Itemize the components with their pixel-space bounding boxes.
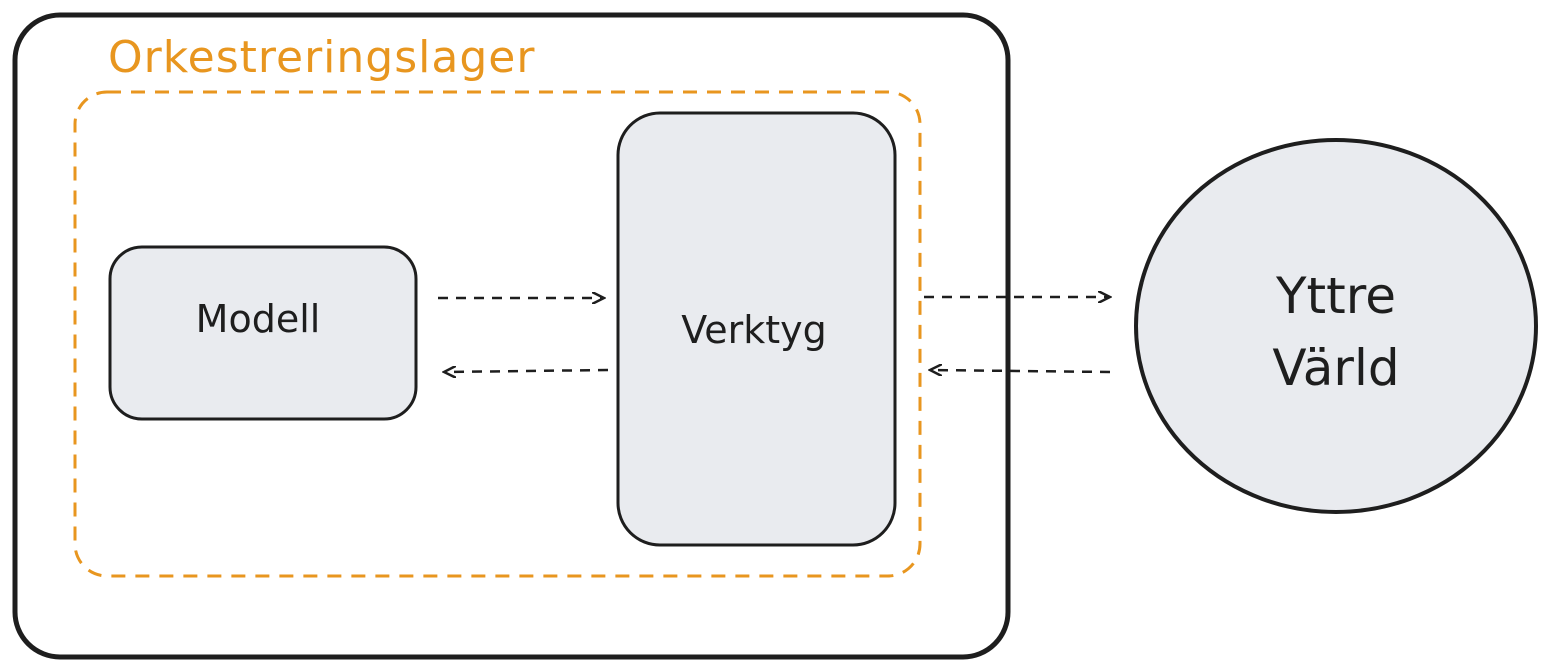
model-node: Modell: [108, 245, 418, 421]
arrow-tools-to-model: [444, 370, 609, 372]
model-label: Modell: [196, 297, 321, 341]
outer-world-node: Yttre Värld: [1134, 138, 1538, 514]
orchestration-layer-title: Orkestreringslager: [108, 32, 535, 83]
orchestration-layer-boundary: [73, 90, 922, 578]
outer-world-label-line2: Värld: [1272, 339, 1399, 397]
tools-node: Verktyg: [616, 111, 897, 547]
arrow-world-to-tools: [930, 370, 1111, 372]
outer-world-label-line1: Yttre: [1275, 267, 1396, 325]
tools-label: Verktyg: [681, 308, 827, 352]
